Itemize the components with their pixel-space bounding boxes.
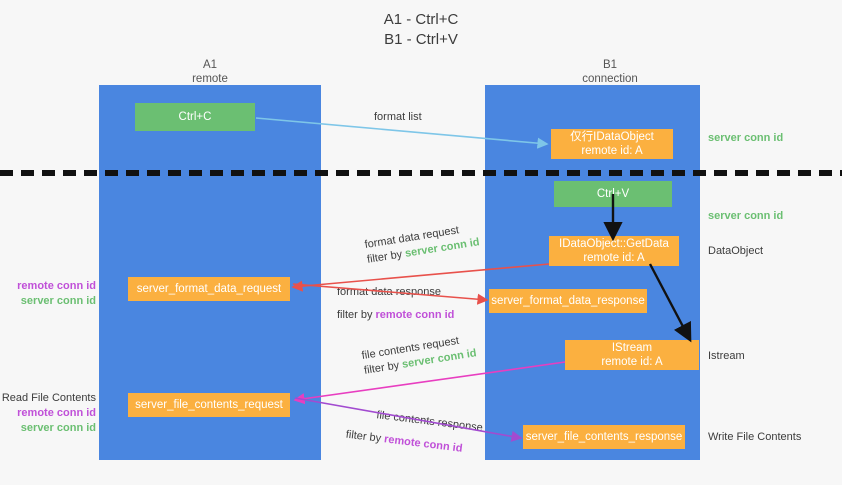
title-line-1: A1 - Ctrl+C xyxy=(383,11,459,28)
column-a1-name: A1 xyxy=(202,59,218,71)
phase-separator-dashed-line xyxy=(0,170,842,176)
node-server-file-contents-response[interactable]: server_file_contents_response xyxy=(523,425,685,449)
node-idataobject-getdata[interactable]: IDataObject::GetData remote id: A xyxy=(549,236,679,266)
node-istream-line1: IStream xyxy=(611,342,653,354)
annotation-server-conn-id-top: server conn id xyxy=(708,132,784,144)
annotation-left-read-file-contents: Read File Contents remote conn id server… xyxy=(1,392,96,434)
annotation-format-list: format list xyxy=(374,111,422,123)
annotation-left-conn-ids-mid: remote conn id server conn id xyxy=(17,280,96,307)
node-ctrl-c-label: Ctrl+C xyxy=(178,111,212,123)
node-istream-line2: remote id: A xyxy=(601,356,663,368)
column-header-a1: A1 remote xyxy=(120,58,300,86)
annotation-format-data-response-line2: filter by remote conn id xyxy=(337,309,455,321)
node-idataobject-line2: remote id: A xyxy=(581,145,643,157)
node-server-file-contents-request-label: server_file_contents_request xyxy=(135,399,283,411)
node-server-format-data-request-label: server_format_data_request xyxy=(136,283,282,295)
node-server-file-contents-response-label: server_file_contents_response xyxy=(525,431,683,443)
node-idataobject[interactable]: 仅行IDataObject remote id: A xyxy=(551,129,673,159)
node-server-format-data-response-label: server_format_data_response xyxy=(491,295,645,307)
annotation-file-contents-response: file contents response filter by remote … xyxy=(345,408,484,459)
node-ctrl-v[interactable]: Ctrl+V xyxy=(554,181,672,207)
node-server-file-contents-request[interactable]: server_file_contents_request xyxy=(128,393,290,417)
column-a1-sub: remote xyxy=(192,73,228,85)
annotation-istream: Istream xyxy=(708,350,745,362)
node-ctrl-v-label: Ctrl+V xyxy=(596,188,630,200)
annotation-server-conn-id-mid: server conn id xyxy=(708,210,784,222)
annotation-format-data-response: format data response filter by remote co… xyxy=(337,285,454,323)
column-b1-name: B1 xyxy=(602,59,618,71)
annotation-file-contents-response-line1: file contents response xyxy=(375,409,484,435)
title-line-2: B1 - Ctrl+V xyxy=(384,31,458,48)
node-server-format-data-response[interactable]: server_format_data_response xyxy=(489,289,647,313)
column-header-b1: B1 connection xyxy=(510,58,710,86)
column-b1-sub: connection xyxy=(582,73,638,85)
annotation-dataobject: DataObject xyxy=(708,245,764,257)
page-title: A1 - Ctrl+C B1 - Ctrl+V xyxy=(0,10,842,50)
node-getdata-line2: remote id: A xyxy=(583,252,645,264)
annotation-write-file-contents: Write File Contents xyxy=(708,431,802,443)
node-idataobject-line1: 仅行IDataObject xyxy=(570,131,654,143)
annotation-file-contents-request: file contents request filter by server c… xyxy=(361,331,478,378)
annotation-format-data-response-line1: format data response xyxy=(337,286,441,298)
annotation-format-data-request: format data request filter by server con… xyxy=(364,220,481,267)
node-istream[interactable]: IStream remote id: A xyxy=(565,340,699,370)
node-server-format-data-request[interactable]: server_format_data_request xyxy=(128,277,290,301)
node-getdata-line1: IDataObject::GetData xyxy=(559,238,669,250)
node-ctrl-c[interactable]: Ctrl+C xyxy=(135,103,255,131)
